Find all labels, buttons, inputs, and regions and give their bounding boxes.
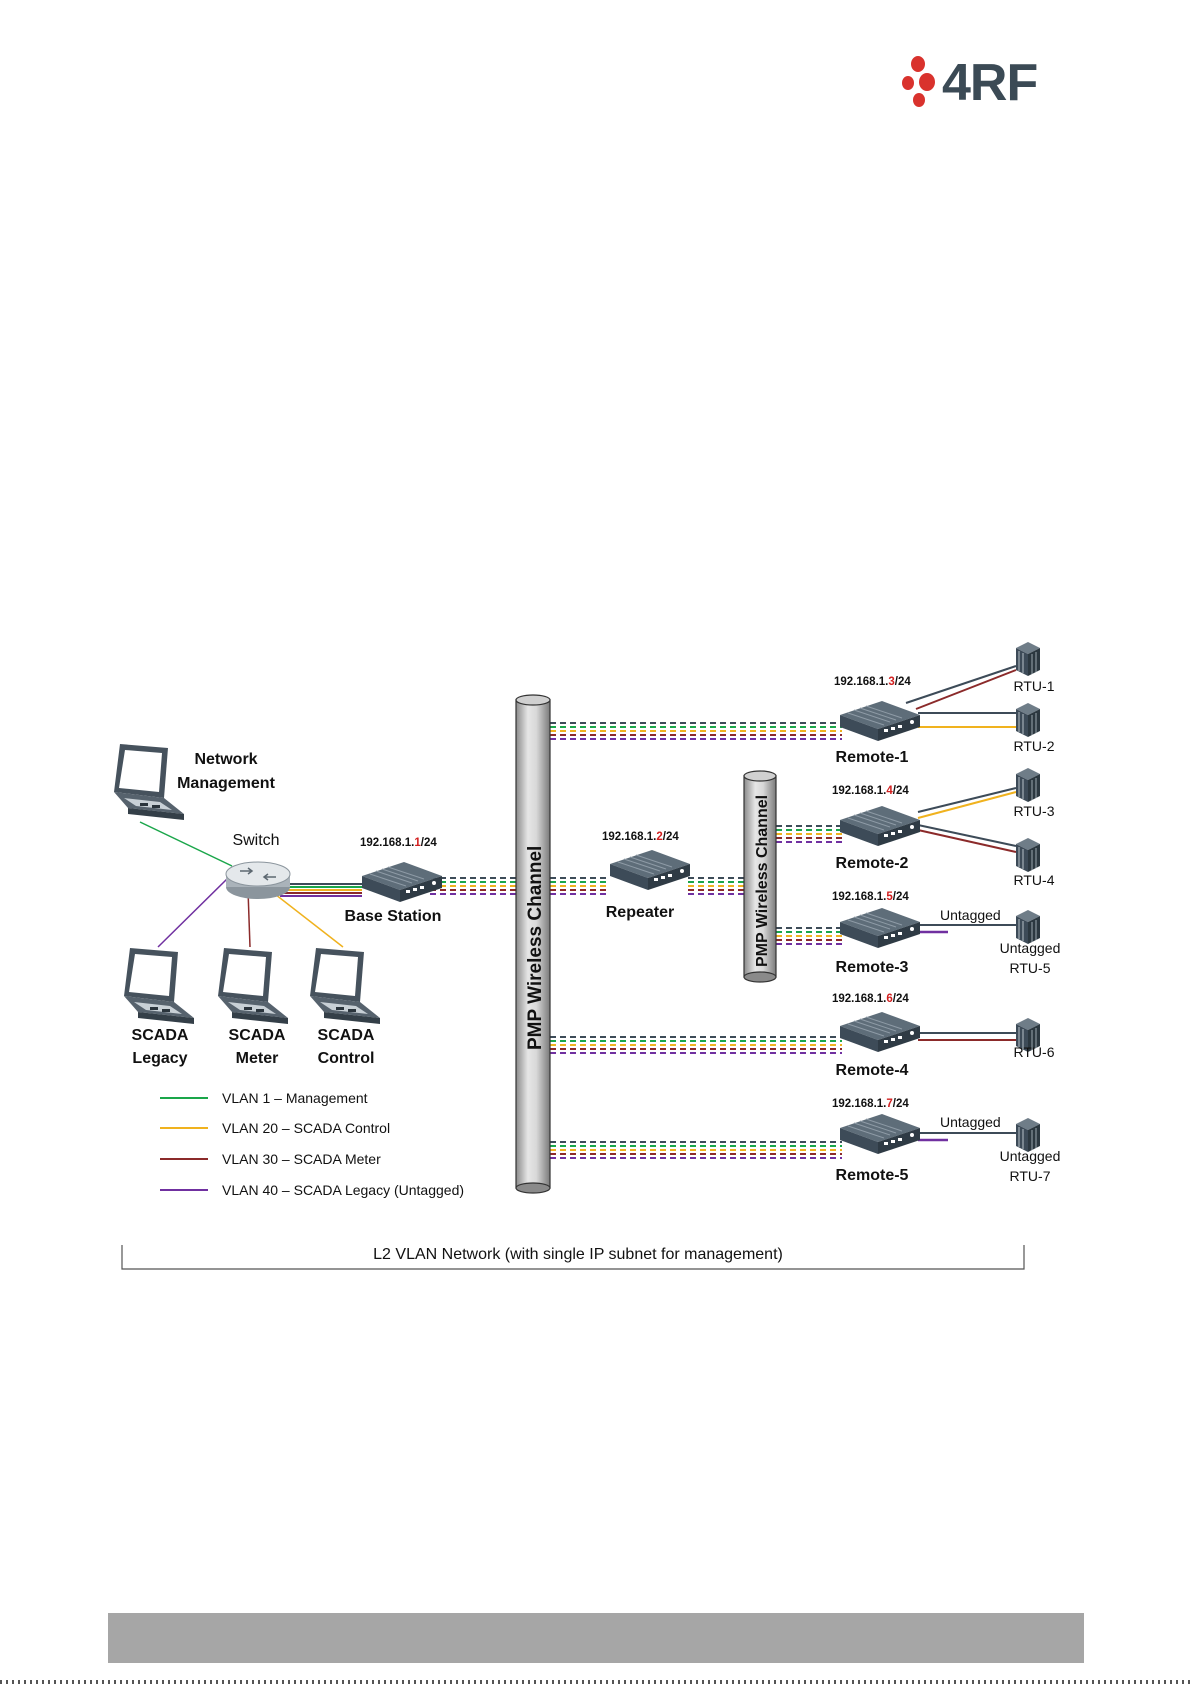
scada-meter-laptop-icon [218, 948, 288, 1024]
link-base-main [430, 877, 518, 895]
network-management-label-1: Network [194, 751, 257, 768]
legend-label-vlan30: VLAN 30 – SCADA Meter [222, 1151, 381, 1167]
rtu-3-label: RTU-3 [1014, 803, 1055, 819]
legend-label-vlan20: VLAN 20 – SCADA Control [222, 1120, 390, 1136]
base-station-label: Base Station [345, 908, 442, 925]
link-secondary-remote3 [776, 927, 842, 945]
l2-network-bracket: L2 VLAN Network (with single IP subnet f… [121, 1245, 1025, 1270]
link-secondary-remote2 [776, 825, 842, 843]
rtu-5-icon [1015, 909, 1041, 945]
repeater-label: Repeater [606, 904, 674, 921]
rtu-7-untagged-label: Untagged [1000, 1148, 1061, 1164]
rtu-7-icon [1015, 1117, 1041, 1153]
rtu-5-untagged-label: Untagged [1000, 940, 1061, 956]
link-main-repeater [550, 877, 610, 895]
scada-control-label-2: Control [318, 1050, 375, 1067]
ip-repeater: 192.168.1.2/24 [602, 831, 679, 843]
rtu-2-icon [1015, 702, 1041, 738]
ip-remote-5: 192.168.1.7/24 [832, 1098, 909, 1110]
remote-4-label: Remote-4 [836, 1062, 909, 1079]
pmp-wireless-channel-secondary: PMP Wireless Channel [743, 770, 777, 983]
remote-1-label: Remote-1 [836, 749, 909, 766]
scada-control-label-1: SCADA [318, 1027, 375, 1044]
remote-1-icon [839, 700, 921, 742]
rtu-5-label: RTU-5 [1010, 960, 1051, 976]
remote-5-label: Remote-5 [836, 1167, 909, 1184]
remote-2-icon [839, 805, 921, 847]
ip-base-station: 192.168.1.1/24 [360, 837, 437, 849]
ip-remote-3: 192.168.1.5/24 [832, 891, 909, 903]
footer-bar [108, 1613, 1084, 1663]
link-main-remote4 [550, 1036, 842, 1054]
rtu-2-label: RTU-2 [1014, 738, 1055, 754]
rtu-4-label: RTU-4 [1014, 872, 1055, 888]
switch-label: Switch [232, 832, 279, 849]
remote-5-icon [839, 1113, 921, 1155]
base-station-icon [361, 861, 443, 903]
scada-meter-label-2: Meter [236, 1050, 279, 1067]
link-main-remote1 [550, 722, 842, 740]
network-management-laptop-icon [114, 744, 184, 820]
ip-remote-2: 192.168.1.4/24 [832, 785, 909, 797]
scada-meter-label-1: SCADA [229, 1027, 286, 1044]
link-main-remote5 [550, 1141, 842, 1159]
remote-4-icon [839, 1011, 921, 1053]
scada-control-laptop-icon [310, 948, 380, 1024]
page-edge-dots [0, 1680, 1192, 1684]
network-management-label-2: Management [177, 775, 275, 792]
repeater-icon [609, 849, 691, 891]
rtu-4-icon [1015, 837, 1041, 873]
rtu-3-icon [1015, 767, 1041, 803]
rtu-6-label: RTU-6 [1014, 1044, 1055, 1060]
logo-text: 4RF [942, 54, 1037, 110]
link-repeater-secondary [688, 877, 744, 895]
ip-remote-1: 192.168.1.3/24 [834, 676, 911, 688]
untagged-label-remote-5: Untagged [940, 1114, 1001, 1130]
channel-main-label: PMP Wireless Channel [525, 846, 546, 1050]
switch-icon [225, 861, 291, 899]
scada-legacy-label-1: SCADA [132, 1027, 189, 1044]
bracket-label: L2 VLAN Network (with single IP subnet f… [373, 1246, 783, 1263]
legend: VLAN 1 – Management VLAN 20 – SCADA Cont… [160, 1090, 464, 1198]
legend-label-vlan40: VLAN 40 – SCADA Legacy (Untagged) [222, 1182, 464, 1198]
pmp-wireless-channel-main: PMP Wireless Channel [515, 694, 551, 1194]
rtu-7-label: RTU-7 [1010, 1168, 1051, 1184]
rtu-1-label: RTU-1 [1014, 678, 1055, 694]
remote-3-label: Remote-3 [836, 959, 909, 976]
remote-3-icon [839, 907, 921, 949]
rtu-1-icon [1015, 641, 1041, 677]
remote-2-label: Remote-2 [836, 855, 909, 872]
scada-legacy-label-2: Legacy [132, 1050, 187, 1067]
ip-remote-4: 192.168.1.6/24 [832, 993, 909, 1005]
untagged-label-remote-3: Untagged [940, 907, 1001, 923]
brand-logo: 4RF [902, 54, 1038, 110]
channel-secondary-label: PMP Wireless Channel [754, 795, 771, 967]
scada-legacy-laptop-icon [124, 948, 194, 1024]
logo-mark-icon [902, 56, 935, 107]
legend-label-vlan1: VLAN 1 – Management [222, 1090, 368, 1106]
